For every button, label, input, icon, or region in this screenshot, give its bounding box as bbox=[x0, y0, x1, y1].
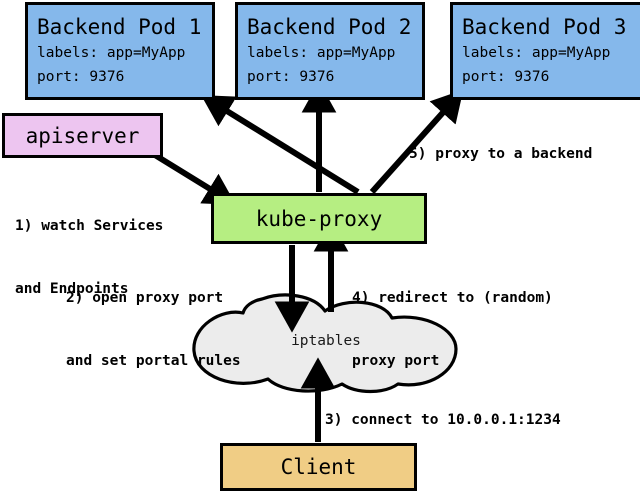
backend-pod-3-box: Backend Pod 3 labels: app=MyApp port: 93… bbox=[450, 2, 640, 100]
kube-proxy-box: kube-proxy bbox=[211, 193, 427, 244]
client-box: Client bbox=[220, 443, 417, 491]
backend-pod-2-labels: labels: app=MyApp bbox=[247, 45, 396, 61]
backend-pod-3-port: port: 9376 bbox=[462, 69, 550, 85]
backend-pod-2-port: port: 9376 bbox=[247, 69, 335, 85]
step-5-annotation: 5) proxy to a backend bbox=[409, 146, 593, 162]
kube-proxy-label: kube-proxy bbox=[255, 206, 383, 231]
backend-pod-1-box: Backend Pod 1 labels: app=MyApp port: 93… bbox=[25, 2, 215, 100]
arrow-kubeproxy-to-pod3 bbox=[369, 89, 464, 194]
iptables-label: iptables bbox=[291, 333, 361, 349]
step-1-line-2: and Endpoints bbox=[15, 281, 129, 297]
arrow-kubeproxy-to-pod1 bbox=[201, 95, 360, 195]
arrow-apiserver-to-kubeproxy bbox=[148, 149, 236, 205]
backend-pod-2-title: Backend Pod 2 bbox=[247, 15, 412, 39]
backend-pod-1-title: Backend Pod 1 bbox=[37, 15, 202, 39]
backend-pod-3-title: Backend Pod 3 bbox=[462, 15, 627, 39]
step-3-annotation: 3) connect to 10.0.0.1:1234 bbox=[325, 412, 561, 428]
step-2-annotation: 2) open proxy port and set portal rules bbox=[66, 246, 241, 414]
apiserver-box: apiserver bbox=[2, 113, 163, 158]
step-4-line-2: proxy port bbox=[352, 353, 440, 369]
step-1-line-1: 1) watch Services bbox=[15, 218, 164, 234]
apiserver-label: apiserver bbox=[25, 123, 140, 148]
step-2-line-2: and set portal rules bbox=[66, 353, 241, 369]
iptables-cloud bbox=[192, 293, 458, 394]
step-4-line-1: 4) redirect to (random) bbox=[352, 290, 553, 306]
backend-pod-1-port: port: 9376 bbox=[37, 69, 125, 85]
backend-pod-2-box: Backend Pod 2 labels: app=MyApp port: 93… bbox=[235, 2, 425, 100]
backend-pod-3-labels: labels: app=MyApp bbox=[462, 45, 611, 61]
backend-pod-1-labels: labels: app=MyApp bbox=[37, 45, 186, 61]
client-label: Client bbox=[280, 455, 357, 479]
step-1-annotation: 1) watch Services and Endpoints bbox=[15, 174, 163, 342]
step-2-line-1: 2) open proxy port bbox=[66, 290, 224, 306]
step-4-annotation: 4) redirect to (random) proxy port bbox=[352, 246, 553, 414]
